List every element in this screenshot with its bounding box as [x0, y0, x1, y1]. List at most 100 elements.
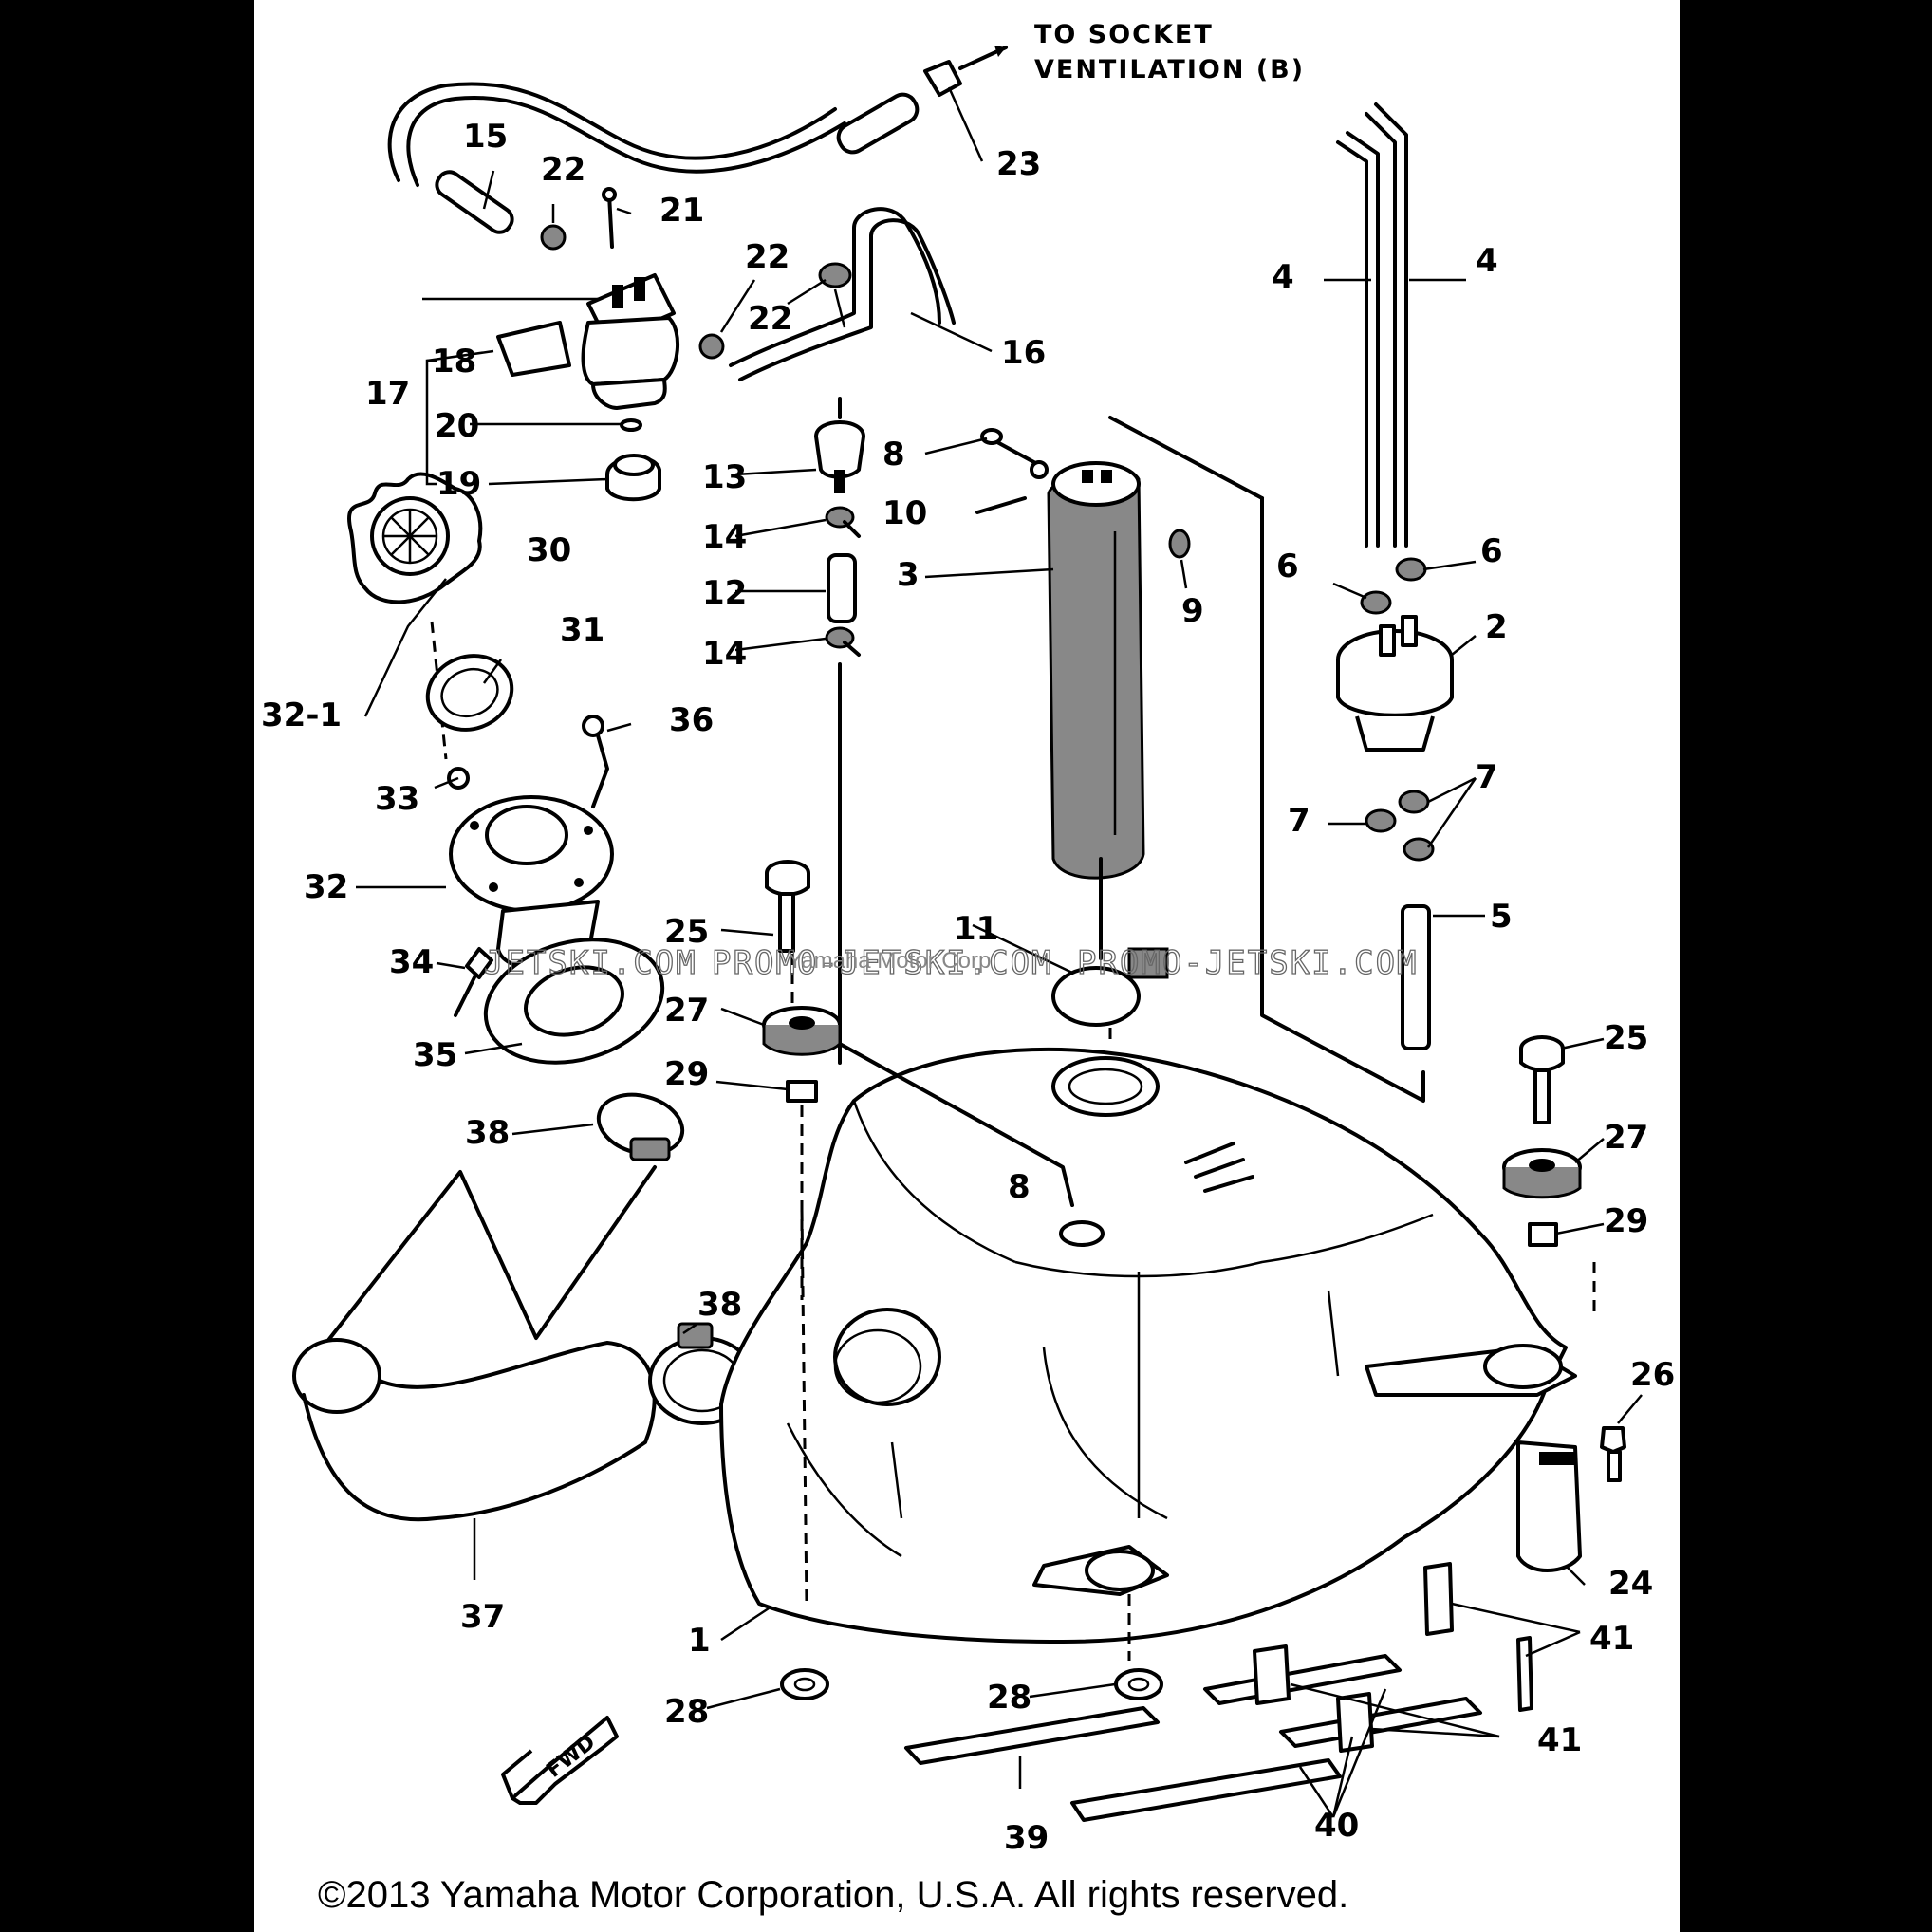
callout-7-9: 7: [1288, 802, 1310, 840]
callout-14-17: 14: [702, 635, 747, 673]
clip-14-upper: [825, 506, 861, 538]
washer-28-right: [1114, 1668, 1163, 1700]
screw-34: [454, 947, 493, 1017]
pad-39: [904, 1706, 1160, 1765]
callout-22-26: 22: [745, 238, 790, 276]
callout-23-28: 23: [996, 145, 1041, 183]
tank-guide-lines: [800, 416, 1596, 1661]
callout-30-39: 30: [527, 531, 571, 569]
strainer-19: [605, 454, 661, 502]
pipes-4: [1336, 102, 1408, 548]
watermark-left: JETSKI.COM: [484, 944, 697, 982]
callout-38-49: 38: [697, 1286, 742, 1324]
callout-28-35: 28: [664, 1693, 709, 1731]
callout-1-0: 1: [688, 1622, 711, 1660]
callout-36-46: 36: [669, 701, 714, 739]
pad-40-c: [1279, 1697, 1482, 1748]
fuel-tank-1: [719, 1047, 1577, 1644]
callout-24-29: 24: [1608, 1565, 1653, 1603]
screw-21: [602, 187, 617, 249]
bolt-25-left: [765, 860, 810, 953]
callout-37-47: 37: [460, 1598, 505, 1636]
hose-5: [1401, 904, 1431, 1050]
clip-22-b: [698, 333, 725, 360]
callout-34-44: 34: [389, 943, 434, 981]
clip-22-c: [818, 262, 852, 288]
callout-32-41: 32: [304, 868, 348, 906]
callout-41-52: 41: [1589, 1620, 1634, 1658]
callout-29-38: 29: [1604, 1202, 1648, 1240]
gauge-unit-3: [1047, 461, 1145, 880]
callout-12-14: 12: [702, 574, 747, 612]
clip-14-lower: [825, 626, 861, 657]
watermark-small: Yamaha Motor Corp: [788, 948, 991, 974]
callout-25-31: 25: [1604, 1019, 1648, 1057]
callout-27-34: 27: [1604, 1119, 1648, 1157]
copyright-text: ©2013 Yamaha Motor Corporation, U.S.A. A…: [318, 1874, 1348, 1916]
callout-33-43: 33: [375, 780, 419, 818]
callout-25-30: 25: [664, 913, 709, 951]
bolt-25-right: [1519, 1035, 1565, 1124]
callout-11-13: 11: [954, 910, 998, 948]
callout-8-10: 8: [882, 436, 905, 474]
callout-31-40: 31: [560, 611, 604, 649]
callout-40-51: 40: [1314, 1807, 1359, 1845]
oring-20: [620, 418, 642, 432]
callout-22-27: 22: [748, 300, 792, 338]
callout-5-5: 5: [1490, 898, 1513, 936]
hose-37: [292, 1165, 657, 1522]
clip-7-a: [1365, 808, 1397, 833]
clip-6-right: [1395, 557, 1427, 582]
washer-28-left: [780, 1668, 829, 1700]
callout-4-3: 4: [1272, 258, 1294, 296]
filler-cap-30: [347, 472, 483, 604]
callout-28-36: 28: [987, 1679, 1031, 1717]
left-guide-dash: [790, 954, 804, 1300]
callout-26-32: 26: [1630, 1356, 1675, 1394]
callout-3-2: 3: [897, 556, 920, 594]
pad-41-b: [1516, 1636, 1533, 1712]
clamp-38-upper: [596, 1092, 685, 1161]
callout-32-1-42: 32-1: [261, 697, 342, 734]
washer-10: [975, 460, 1049, 514]
callout-9-11: 9: [1181, 592, 1204, 630]
pad-41-d: [1336, 1692, 1374, 1753]
callout-2-1: 2: [1485, 608, 1508, 646]
fuel-hose-16: [729, 207, 956, 381]
bolt-8: [980, 428, 1041, 467]
callout-41-53: 41: [1537, 1721, 1582, 1759]
pad-40-b: [1203, 1654, 1402, 1705]
callout-4-4: 4: [1476, 242, 1498, 280]
watermark-center: PROMO-JETSKI.COM: [712, 944, 1053, 982]
callout-7-8: 7: [1476, 758, 1498, 796]
callout-15-18: 15: [463, 118, 508, 156]
callout-8-54: 8: [1008, 1168, 1031, 1206]
callout-19-22: 19: [437, 465, 481, 503]
pad-41-c: [1253, 1644, 1291, 1705]
callout-17-20: 17: [365, 375, 410, 413]
callout-14-16: 14: [702, 518, 747, 556]
pad-41-a: [1423, 1562, 1454, 1636]
callout-35-45: 35: [413, 1036, 457, 1074]
bolt-26: [1600, 1426, 1626, 1482]
vent-connector-23: [923, 46, 1008, 97]
strap-and-ring: [425, 621, 514, 790]
clip-6-left: [1360, 590, 1392, 615]
mount-27-left: [762, 1006, 842, 1056]
leader-lines: [356, 86, 1643, 1818]
collar-29-right: [1528, 1222, 1558, 1247]
callout-6-7: 6: [1480, 532, 1503, 570]
callout-10-12: 10: [882, 494, 927, 532]
callout-18-21: 18: [432, 343, 476, 381]
lever-18: [496, 321, 571, 377]
callout-20-23: 20: [435, 407, 479, 445]
watermark-right: PROMO-JETSKI.COM: [1077, 944, 1419, 982]
clip-7-b: [1398, 790, 1430, 814]
mount-27-right: [1502, 1148, 1582, 1199]
collar-29-left: [786, 1080, 818, 1103]
hose-12: [827, 553, 857, 623]
fuel-cock-17: [581, 273, 680, 410]
gasket-35: [483, 938, 665, 1065]
